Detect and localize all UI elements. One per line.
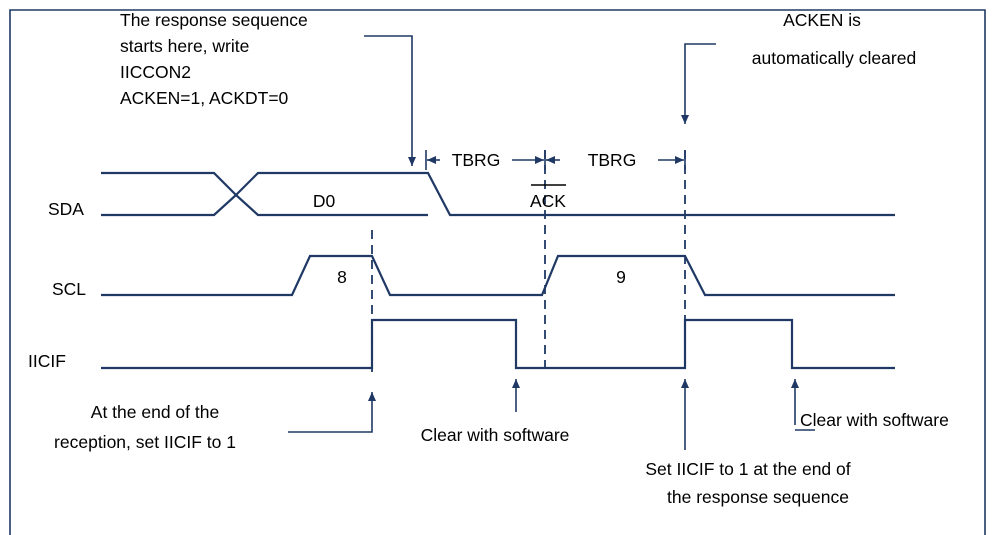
tbrg-interval-1 <box>425 150 546 170</box>
response-end-line-2: the response sequence <box>667 487 849 507</box>
scl-label: SCL <box>52 279 86 299</box>
clear-software-annotation-2: Clear with software <box>791 379 949 431</box>
reception-end-line-1: At the end of the <box>91 402 219 422</box>
acken-cleared-pointer <box>681 43 716 124</box>
response-end-annotation: Set IICIF to 1 at the end of the respons… <box>645 379 851 507</box>
reception-end-annotation: At the end of the reception, set IICIF t… <box>54 392 376 452</box>
scl-pulse-9-label: 9 <box>616 267 626 287</box>
clear-software-label-1: Clear with software <box>421 425 570 445</box>
response-start-line-4: ACKEN=1, ACKDT=0 <box>120 88 289 108</box>
response-start-annotation: The response sequence starts here, write… <box>120 10 416 166</box>
iicif-waveform <box>101 318 895 370</box>
tbrg-interval-2 <box>546 150 686 170</box>
ack-bit-label: ACK <box>530 191 566 211</box>
acken-cleared-annotation: ACKEN is automatically cleared <box>681 10 916 124</box>
diagram-frame <box>9 9 986 535</box>
iicif-label: IICIF <box>28 351 66 371</box>
reception-end-line-2: reception, set IICIF to 1 <box>54 432 236 452</box>
clear-software-label-2: Clear with software <box>800 410 949 430</box>
sda-waveform <box>101 171 895 217</box>
response-start-line-1: The response sequence <box>120 10 308 30</box>
scl-waveform <box>101 254 895 297</box>
response-end-line-1: Set IICIF to 1 at the end of <box>645 459 850 479</box>
scl-pulse-8-label: 8 <box>337 267 347 287</box>
response-start-pointer <box>364 35 416 166</box>
tbrg-label-1: TBRG <box>452 150 501 170</box>
response-start-line-2: starts here, write <box>120 36 249 56</box>
tbrg-label-2: TBRG <box>588 150 637 170</box>
reception-end-pointer <box>288 392 376 433</box>
d0-bit-label: D0 <box>313 191 336 211</box>
acken-cleared-line-2: automatically cleared <box>752 48 916 68</box>
clear-software-annotation-1: Clear with software <box>421 379 570 445</box>
sda-label: SDA <box>48 199 84 219</box>
response-start-line-3: IICCON2 <box>120 62 191 82</box>
acken-cleared-line-1: ACKEN is <box>783 10 861 30</box>
